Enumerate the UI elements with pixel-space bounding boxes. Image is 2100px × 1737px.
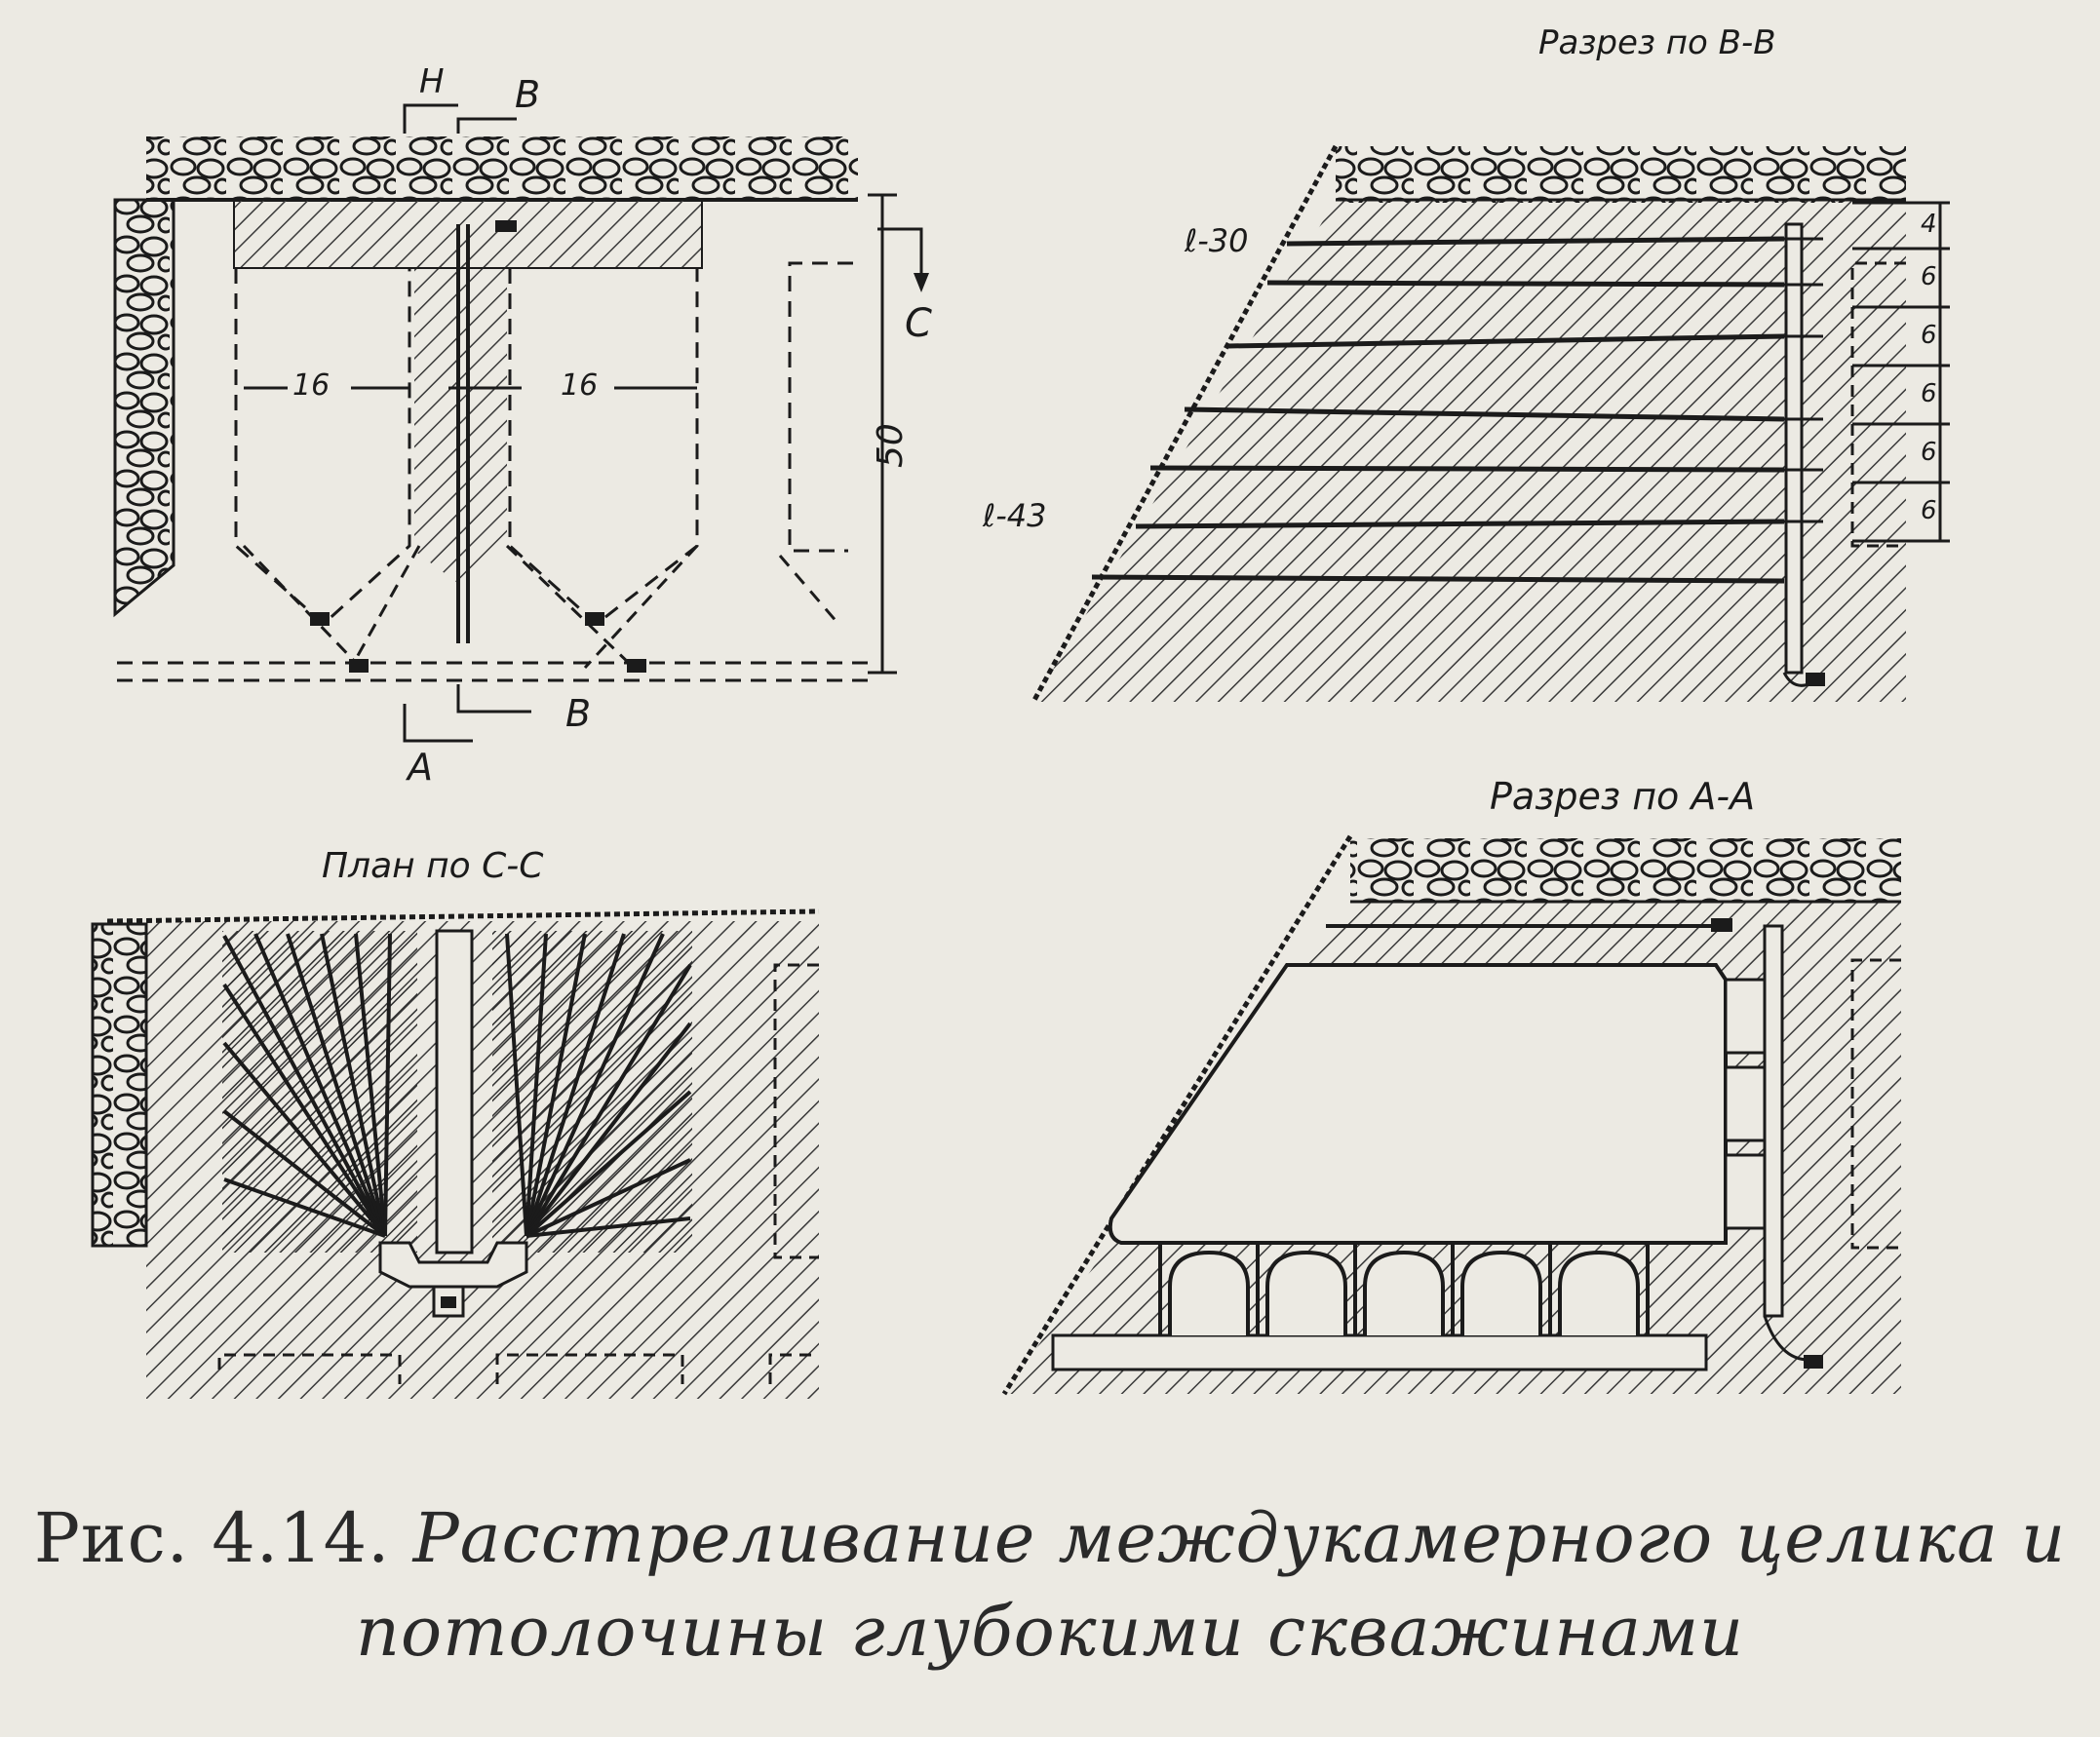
section-mark-n: Н xyxy=(419,62,445,101)
section-bb-title: Разрез по В-В xyxy=(1538,23,1776,62)
rock-mass-bb xyxy=(1033,200,1906,702)
figure-caption: Рис. 4.14. Расстреливание междукамерного… xyxy=(0,1491,2100,1679)
caption-line-1: Рис. 4.14. Расстреливание междукамерного… xyxy=(0,1491,2100,1585)
haulage-drift-aa xyxy=(1051,1333,1708,1371)
section-mark-a: А xyxy=(405,746,433,789)
raise-bb xyxy=(1784,222,1804,675)
dimension-left-width: 16 xyxy=(292,368,330,403)
caption-prefix: Рис. 4.14. xyxy=(33,1498,391,1578)
section-mark-b-top: В xyxy=(515,73,540,116)
left-chamber-outline xyxy=(234,268,411,627)
level-spacing-3: 6 xyxy=(1921,379,1937,408)
gravel-overburden-bb xyxy=(1336,146,1906,203)
adjacent-chamber-outline xyxy=(788,261,853,553)
level-spacing-4: 6 xyxy=(1921,438,1937,467)
left-gravel-wall xyxy=(113,198,175,618)
section-mark-b-bottom: В xyxy=(565,692,591,735)
central-raise-plan xyxy=(435,929,474,1254)
central-drift-plan xyxy=(378,1241,528,1289)
drift-right xyxy=(627,659,646,673)
drift-top xyxy=(495,220,517,232)
mined-chamber-aa xyxy=(1108,963,1728,1245)
level-spacing-5: 6 xyxy=(1921,496,1937,525)
plan-cc-view: План по С-С xyxy=(91,846,820,1399)
fan-holes-right xyxy=(505,933,692,1238)
fan-holes-left xyxy=(222,933,392,1238)
drift-left xyxy=(349,659,369,673)
draw-bells-aa xyxy=(1168,1250,1640,1335)
level-dimension-scale xyxy=(1852,201,1950,543)
annotation-l30: ℓ-30 xyxy=(1184,222,1248,259)
left-gravel-wall-plan xyxy=(91,922,148,1248)
plan-cc-title: План по С-С xyxy=(322,846,544,886)
blast-holes-bb xyxy=(1091,236,1785,584)
raise-aa xyxy=(1763,924,1784,1318)
level-spacing-1: 6 xyxy=(1921,262,1937,291)
caption-text-1: Расстреливание междукамерного целика и xyxy=(412,1498,2067,1578)
level-spacing-0: 4 xyxy=(1921,210,1937,239)
section-bb-view: Разрез по В-В xyxy=(982,23,1950,704)
gravel-overburden xyxy=(146,136,858,200)
annotation-l43: ℓ-43 xyxy=(982,497,1046,534)
section-aa-title: Разрез по А-А xyxy=(1490,775,1755,818)
gravel-overburden-aa xyxy=(1350,838,1901,902)
section-aa-view: Разрез по А-А xyxy=(1001,775,1901,1396)
drift-mid-left xyxy=(310,612,330,626)
right-chamber-outline xyxy=(508,268,699,626)
caption-line-2: потолочины глубокими скважинами xyxy=(355,1592,1745,1672)
section-mark-c: С xyxy=(905,301,932,346)
dimension-right-width: 16 xyxy=(561,368,598,403)
drift-mid-right xyxy=(585,612,604,626)
level-spacing-2: 6 xyxy=(1921,321,1937,350)
dimension-height: 50 xyxy=(871,423,911,468)
vertical-section-view: Н В В А С 16 16 50 xyxy=(113,62,932,789)
rib-pillar xyxy=(414,263,507,585)
